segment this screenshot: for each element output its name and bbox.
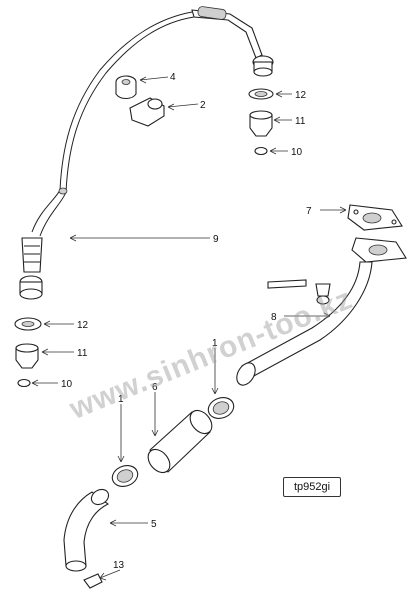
callout-4: 4: [170, 72, 176, 83]
pipe-9-lower: [14, 187, 68, 388]
callout-9: 9: [213, 234, 219, 245]
callout-1-upper: 1: [212, 338, 218, 349]
callout-11-lower: 11: [77, 348, 88, 359]
figure-code: tp952gi: [283, 477, 341, 497]
hose-6: [147, 409, 213, 474]
callout-11-upper: 11: [295, 116, 306, 127]
callout-12-upper: 12: [295, 90, 307, 101]
hose-clamp-1-lower: [111, 465, 139, 487]
hose-clamp-1-upper: [207, 397, 235, 419]
callout-10-upper: 10: [291, 147, 303, 158]
grommet-and-clamp: [115, 75, 165, 127]
callout-7: 7: [306, 206, 312, 217]
callout-10-lower: 10: [61, 379, 73, 390]
callout-5: 5: [151, 519, 157, 530]
elbow-pipe-5: [63, 488, 110, 572]
leader-lines: [31, 76, 347, 581]
clip-13: [83, 573, 103, 589]
gasket-7: [347, 204, 403, 231]
callout-6: 6: [152, 382, 158, 393]
callout-13: 13: [113, 560, 125, 571]
callout-2: 2: [200, 100, 206, 111]
callout-12-lower: 12: [77, 320, 89, 331]
flange-and-pipe-8: [236, 237, 407, 386]
callout-1-lower: 1: [118, 394, 124, 405]
oil-feed-line: [59, 6, 263, 193]
upper-fitting-stack: [248, 55, 274, 156]
flange-bolt: [267, 279, 331, 305]
callout-8: 8: [271, 312, 277, 323]
